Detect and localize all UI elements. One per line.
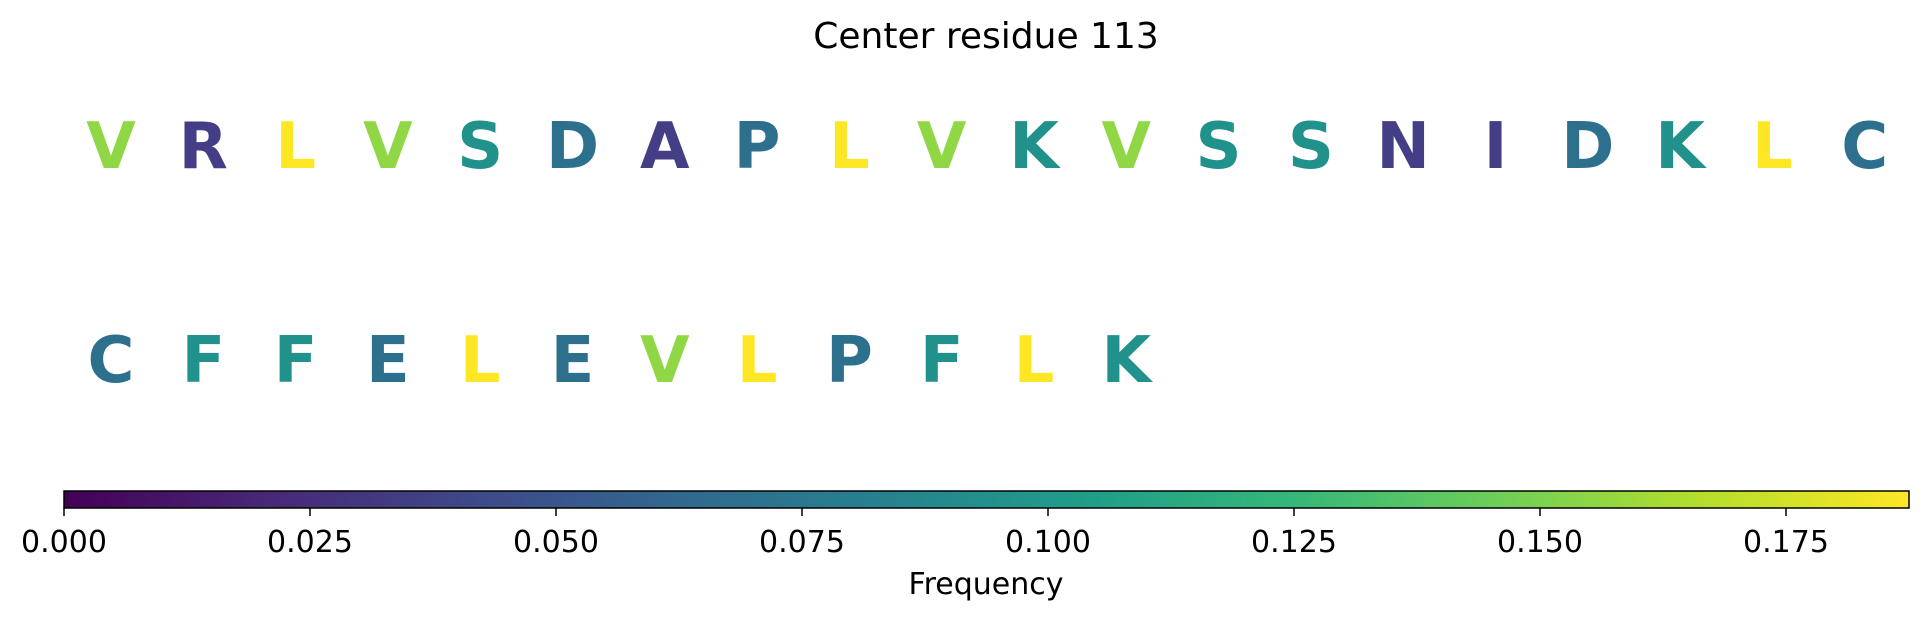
residue-letter: V [917, 110, 967, 184]
residue-letter: V [363, 110, 413, 184]
residue-letter: D [1561, 110, 1614, 184]
colorbar-tick-label: 0.125 [1251, 525, 1337, 560]
residue-letter: C [1841, 110, 1888, 184]
colorbar-tick-label: 0.075 [759, 525, 845, 560]
residue-letter: V [86, 110, 136, 184]
chart-title: Center residue 113 [813, 16, 1159, 57]
residue-letter: I [1484, 110, 1508, 184]
colorbar-gradient [63, 490, 1910, 509]
colorbar: 0.000 0.025 0.050 0.075 0.100 0.125 0.150 0.175… [21, 490, 1910, 602]
residue-letter: L [460, 324, 501, 398]
residue-letter: F [274, 324, 318, 398]
colorbar-label: Frequency [909, 567, 1064, 602]
colorbar-tick-label: 0.050 [513, 525, 599, 560]
residue-letter: L [1014, 324, 1055, 398]
residue-letter: L [1752, 110, 1793, 184]
residue-letter: F [181, 324, 225, 398]
residue-letter: E [366, 324, 410, 398]
residue-letter: S [1288, 110, 1334, 184]
colorbar-ticks: 0.000 0.025 0.050 0.075 0.100 0.125 0.150 0.175 [21, 508, 1829, 560]
colorbar-tick-label: 0.000 [21, 525, 107, 560]
residue-letter: A [640, 110, 690, 184]
residue-letter: K [1009, 110, 1061, 184]
residue-letter: L [275, 110, 316, 184]
residue-letter: S [457, 110, 503, 184]
residue-letter: L [737, 324, 778, 398]
residue-letter: L [829, 110, 870, 184]
colorbar-tick-label: 0.150 [1497, 525, 1583, 560]
colorbar-tick-label: 0.025 [267, 525, 353, 560]
residue-letter: R [179, 110, 228, 184]
residue-letter: F [920, 324, 964, 398]
colorbar-tick-label: 0.100 [1005, 525, 1091, 560]
residue-letter: P [826, 324, 873, 398]
residue-letter: D [546, 110, 599, 184]
residue-letter: K [1655, 110, 1707, 184]
residue-letter: E [551, 324, 595, 398]
residue-letter: S [1196, 110, 1242, 184]
residue-letter: K [1102, 324, 1154, 398]
residue-letter: V [1102, 110, 1152, 184]
colorbar-tick-label: 0.175 [1743, 525, 1829, 560]
residue-letter: V [640, 324, 690, 398]
residue-letter: C [88, 324, 135, 398]
residue-letter: P [734, 110, 781, 184]
residue-letter: N [1376, 110, 1430, 184]
